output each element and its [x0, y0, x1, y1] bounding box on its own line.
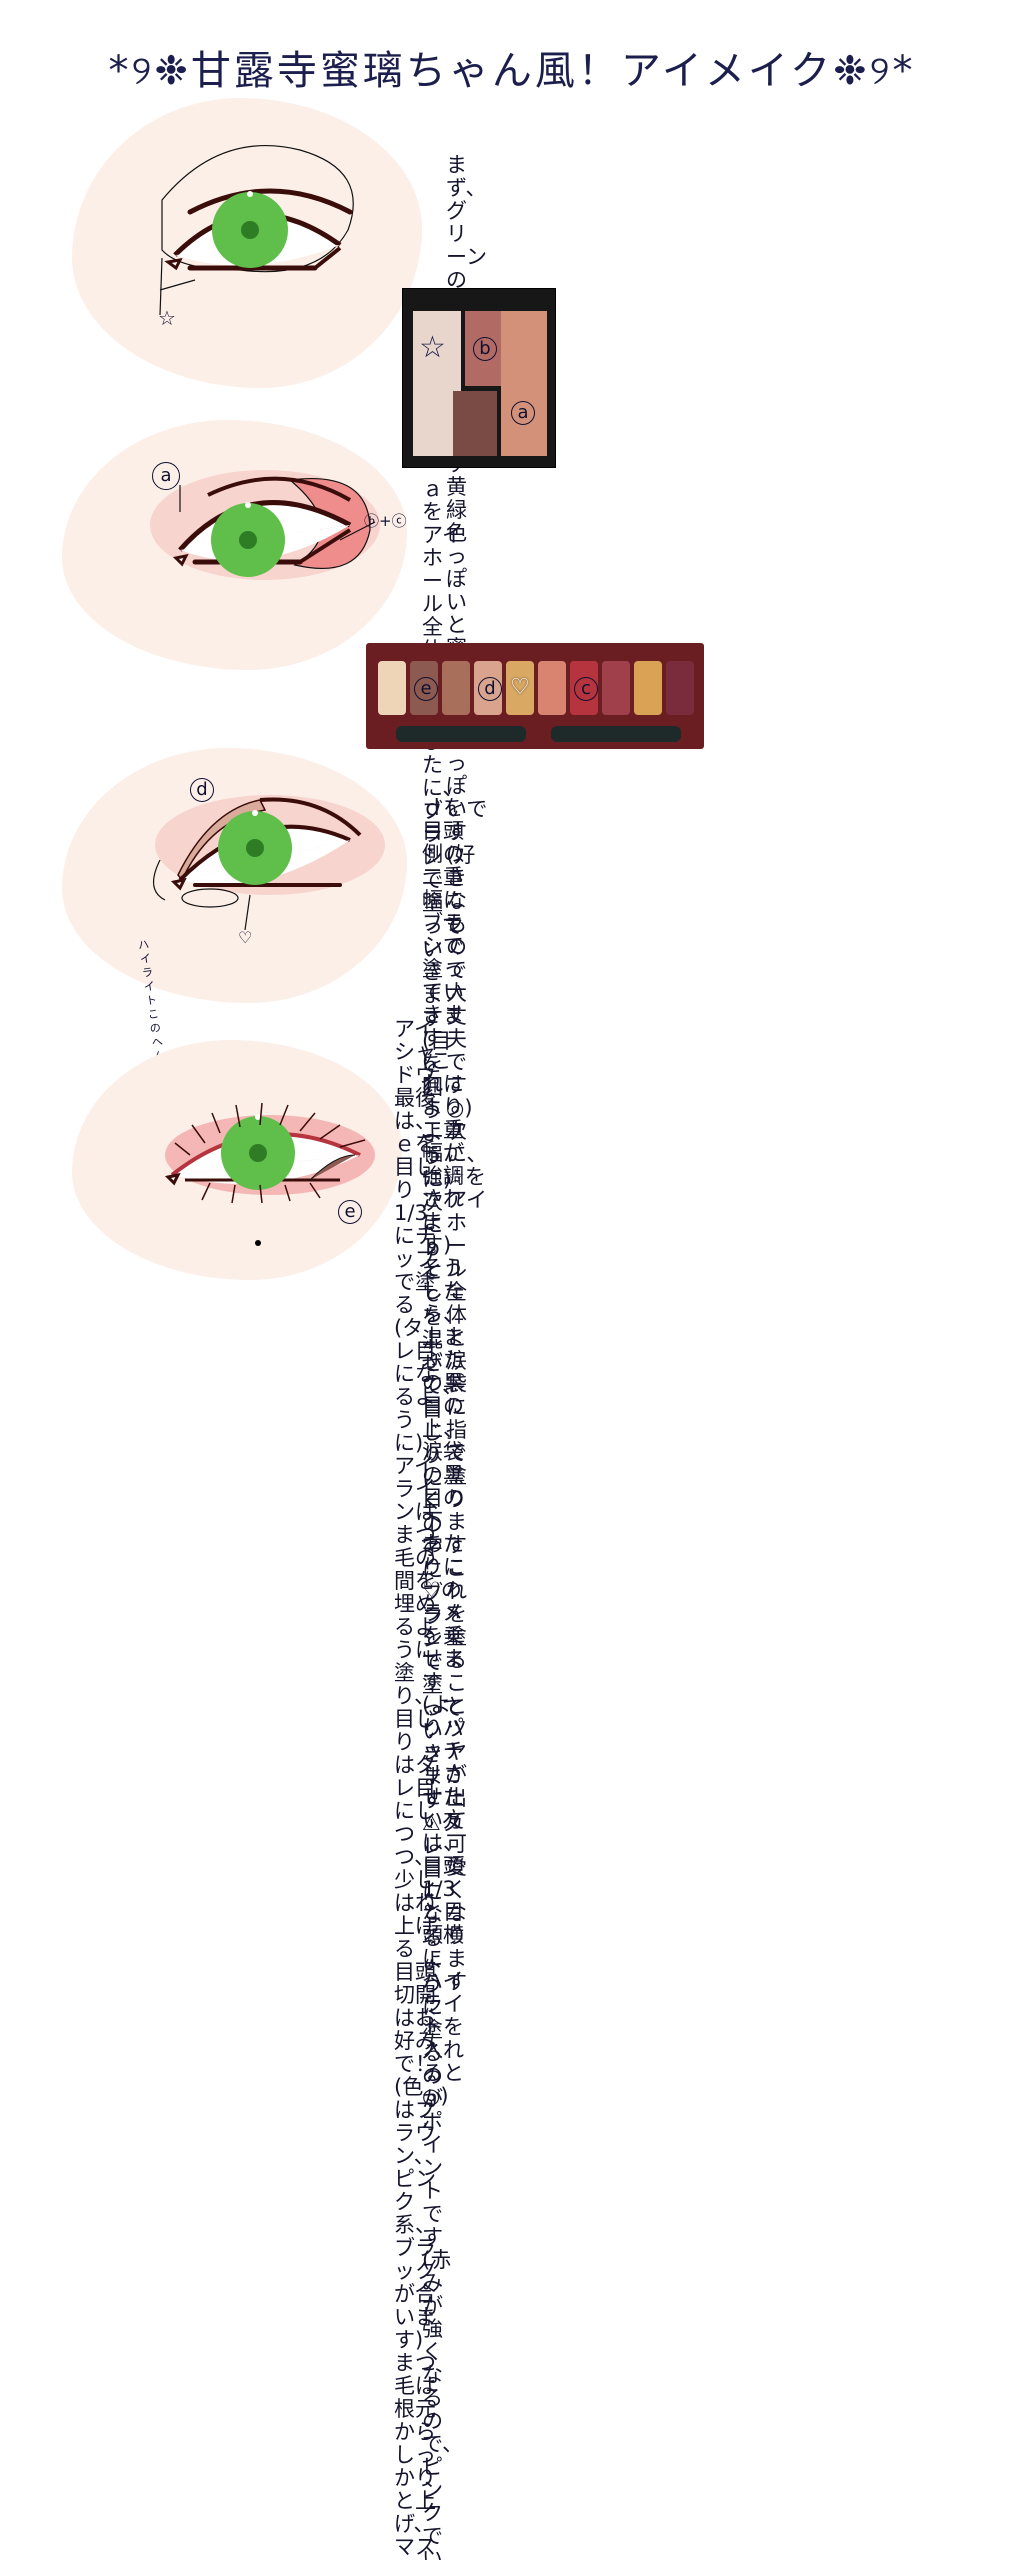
palette-pan-9 — [634, 661, 662, 715]
heart-label: ♡ — [238, 928, 253, 947]
palette-pan-1 — [378, 661, 406, 715]
e-mark: e — [414, 677, 438, 701]
eye-diagram-2 — [150, 470, 380, 580]
a-label: a — [152, 462, 180, 490]
b-mark: b — [473, 337, 497, 361]
a-mark: a — [511, 401, 535, 425]
applicator-left — [396, 726, 526, 742]
heart-icon: ♡ — [510, 675, 530, 700]
c-mark: c — [574, 677, 598, 701]
palette-pan-3 — [442, 661, 470, 715]
d-mark: d — [478, 677, 502, 701]
palette-pan-lower — [453, 391, 497, 456]
star-icon: ☆ — [158, 306, 176, 330]
step-4-text: アイシャドウ最後は、ｅを目じり1/3にチップで塗る (タレ目になるように) アイ… — [394, 1017, 436, 2560]
palette-pan-8 — [602, 661, 630, 715]
star-mark: ☆ — [419, 330, 446, 365]
eye-diagram-1: ☆ — [158, 144, 354, 330]
page-title: *୨❉甘露寺蜜璃ちゃん風！アイメイク❉୨* — [108, 48, 916, 94]
e-label: e — [338, 1200, 362, 1224]
d-label: d — [190, 778, 214, 802]
eyeshadow-palette-quad: ☆ b a — [402, 288, 556, 468]
palette-pan-a — [501, 311, 547, 456]
eye-diagram-3 — [153, 795, 385, 930]
palette-pan-6 — [538, 661, 566, 715]
palette-pan-5-heart — [506, 661, 534, 715]
palette-pan-10 — [666, 661, 694, 715]
eye-diagram-4 — [164, 1102, 375, 1246]
applicator-right — [551, 726, 681, 742]
b-plus-c-label: ⓑ+ⓒ — [364, 512, 407, 530]
eyeshadow-palette-ten: e d ♡ c — [366, 643, 704, 749]
